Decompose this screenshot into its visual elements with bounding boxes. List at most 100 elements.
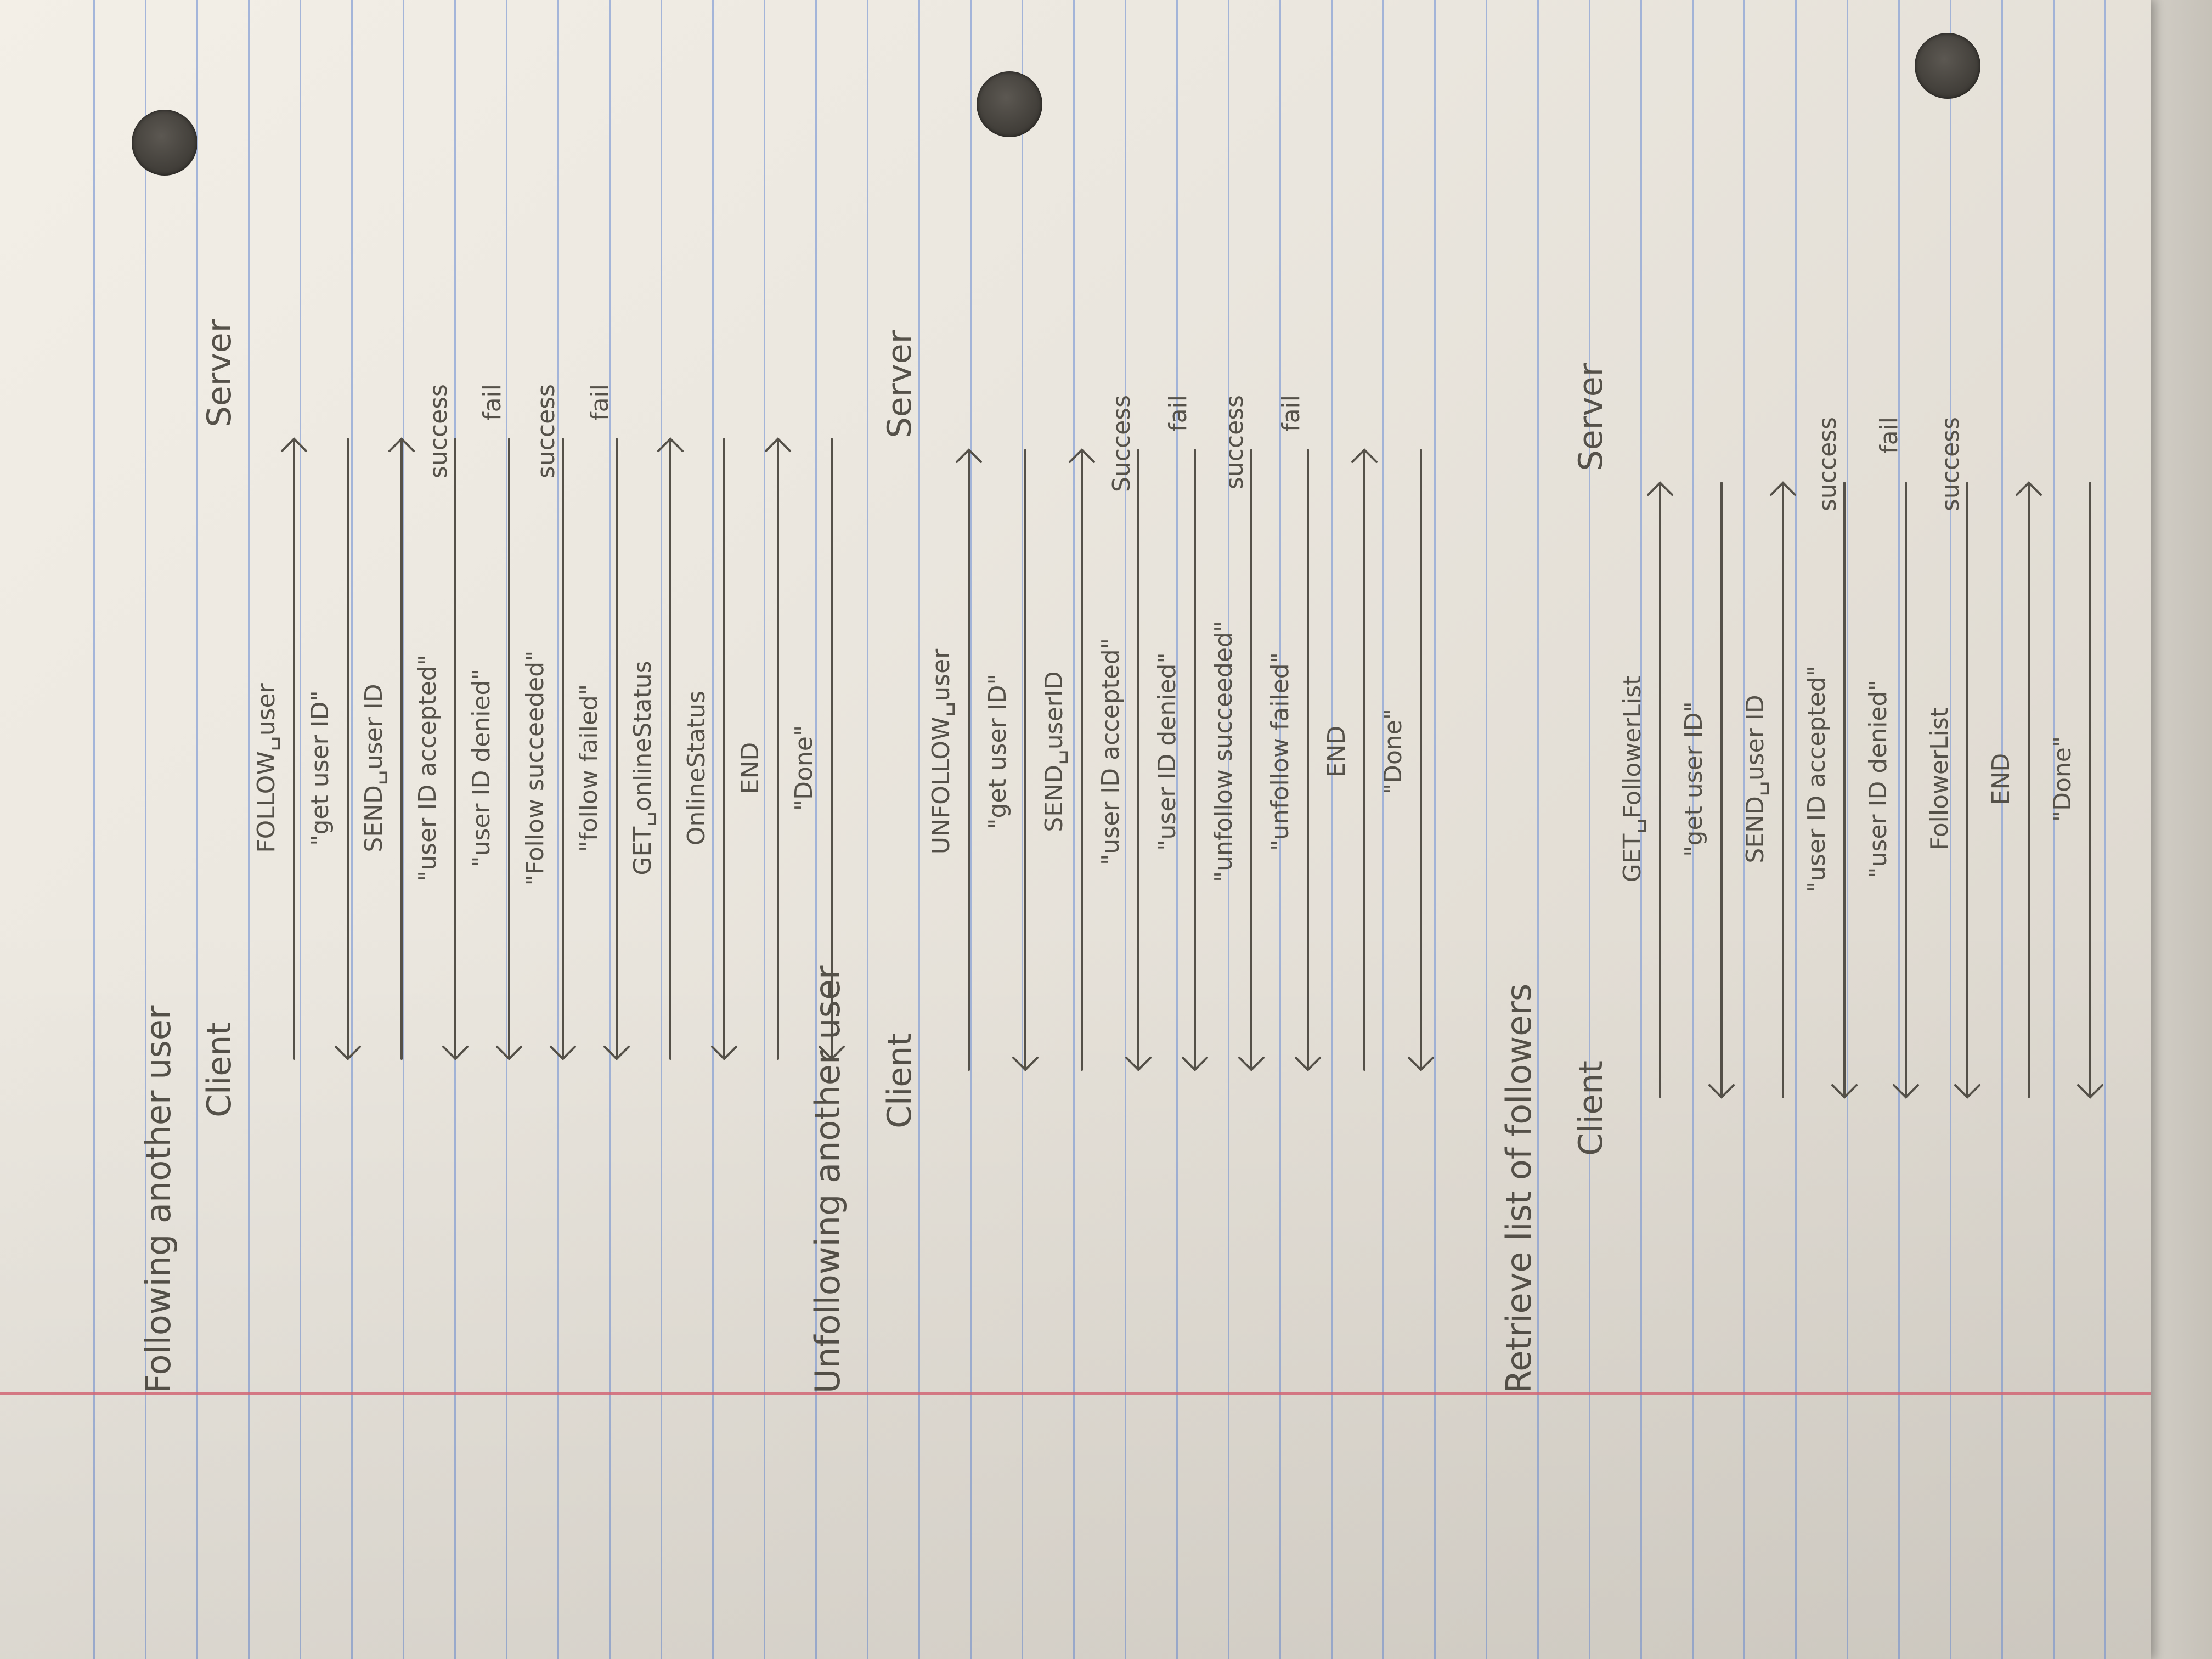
ruled-line — [970, 0, 972, 1659]
arrow-head-to-client — [1182, 1057, 1208, 1071]
arrow-head-to-client — [711, 1046, 737, 1060]
arrow-head-to-client — [335, 1046, 361, 1060]
ruled-line — [1589, 0, 1590, 1659]
result-label: success — [1937, 417, 1965, 511]
ruled-line — [1898, 0, 1900, 1659]
message-label: "user ID accepted" — [1097, 638, 1125, 865]
red-margin-line — [0, 1392, 2151, 1395]
ruled-line — [506, 0, 507, 1659]
client-label: Client — [881, 1033, 919, 1128]
arrow-head-to-client — [603, 1046, 630, 1060]
message-label: "user ID accepted" — [1803, 665, 1831, 893]
ruled-line — [1537, 0, 1539, 1659]
server-label: Server — [881, 330, 919, 438]
message-label: "user ID denied" — [467, 669, 495, 867]
result-label: Success — [1108, 395, 1136, 492]
ruled-line — [403, 0, 404, 1659]
ruled-line — [557, 0, 559, 1659]
arrow-head-to-client — [1831, 1084, 1858, 1099]
ruled-line — [1125, 0, 1126, 1659]
message-label: "user ID accepted" — [414, 654, 442, 882]
ruled-line — [1486, 0, 1487, 1659]
ruled-line — [2001, 0, 2003, 1659]
result-label: success — [532, 384, 560, 478]
message-label: END — [1323, 726, 1351, 778]
message-label: "unfollow succeeded" — [1210, 621, 1238, 882]
handwritten-sequence-diagrams: Following another user Client ServerFOLLOW… — [138, 319, 2103, 1393]
arrow-head-to-client — [1708, 1084, 1735, 1099]
message-label: "get user ID" — [306, 690, 334, 846]
arrow-head-to-server — [1351, 448, 1378, 463]
arrow-head-to-client — [1893, 1084, 1919, 1099]
arrow-head-to-server — [956, 448, 982, 463]
arrow-head-to-client — [819, 1046, 845, 1060]
message-label: UNFOLLOW␣user — [927, 648, 955, 854]
message-label: FOLLOW␣user — [252, 682, 280, 853]
arrow-head-to-client — [1012, 1057, 1039, 1071]
ruled-line — [867, 0, 868, 1659]
arrow-head-to-client — [2077, 1084, 2103, 1099]
message-label: SEND␣userID — [1040, 671, 1068, 832]
arrow-head-to-server — [1770, 481, 1796, 496]
ruled-line — [1950, 0, 1951, 1659]
client-label: Client — [200, 1022, 239, 1118]
message-label: END — [736, 742, 764, 794]
binder-hole-3 — [1915, 33, 1980, 99]
arrow-head-to-server — [765, 437, 791, 452]
binder-hole-1 — [132, 110, 198, 176]
result-label: success — [425, 384, 453, 478]
result-label: fail — [1277, 395, 1305, 432]
arrow-head-to-client — [442, 1046, 469, 1060]
message-label: "Done" — [790, 725, 818, 811]
ruled-line — [1228, 0, 1229, 1659]
ruled-line — [145, 0, 146, 1659]
ruled-line — [764, 0, 765, 1659]
message-label: "get user ID" — [1680, 701, 1708, 857]
result-label: fail — [1164, 395, 1192, 432]
server-label: Server — [200, 319, 239, 427]
message-label: "unfollow failed" — [1266, 652, 1294, 851]
message-label: "Done" — [2049, 736, 2076, 822]
ruled-line — [248, 0, 250, 1659]
ruled-line — [2104, 0, 2106, 1659]
result-label: fail — [1875, 417, 1903, 454]
ruled-line — [1331, 0, 1333, 1659]
arrow-head-to-server — [281, 437, 307, 452]
message-label: END — [1987, 753, 2015, 805]
ruled-line — [1847, 0, 1848, 1659]
ruled-line — [1279, 0, 1281, 1659]
message-label: GET␣onlineStatus — [629, 661, 657, 875]
ruled-line — [1383, 0, 1384, 1659]
binder-hole-2 — [977, 71, 1042, 137]
ruled-line — [815, 0, 817, 1659]
arrow-head-to-client — [1125, 1057, 1152, 1071]
arrow-head-to-server — [2016, 481, 2042, 496]
arrow-head-to-client — [1954, 1084, 1980, 1099]
ruled-line — [1640, 0, 1642, 1659]
arrow-head-to-client — [1408, 1057, 1434, 1071]
client-label: Client — [1572, 1060, 1610, 1156]
ruled-line — [1434, 0, 1436, 1659]
arrow-head-to-client — [1238, 1057, 1265, 1071]
arrow-head-to-server — [388, 437, 415, 452]
section-title: Following another user — [138, 1005, 178, 1393]
arrow-head-to-client — [496, 1046, 522, 1060]
ruled-line — [93, 0, 95, 1659]
server-label: Server — [1572, 363, 1610, 471]
ruled-line — [661, 0, 662, 1659]
arrow-head-to-client — [1295, 1057, 1321, 1071]
section-title: Retrieve list of followers — [1499, 984, 1539, 1393]
arrow-head-to-server — [1069, 448, 1095, 463]
ruled-line — [1743, 0, 1745, 1659]
result-label: fail — [478, 384, 506, 421]
ruled-line — [1022, 0, 1023, 1659]
result-label: success — [1814, 417, 1842, 511]
result-label: fail — [586, 384, 614, 421]
message-label: "user ID denied" — [1153, 652, 1181, 850]
message-label: "get user ID" — [984, 674, 1012, 830]
arrow-head-to-server — [657, 437, 684, 452]
ruled-line — [351, 0, 353, 1659]
ruled-line — [1176, 0, 1178, 1659]
